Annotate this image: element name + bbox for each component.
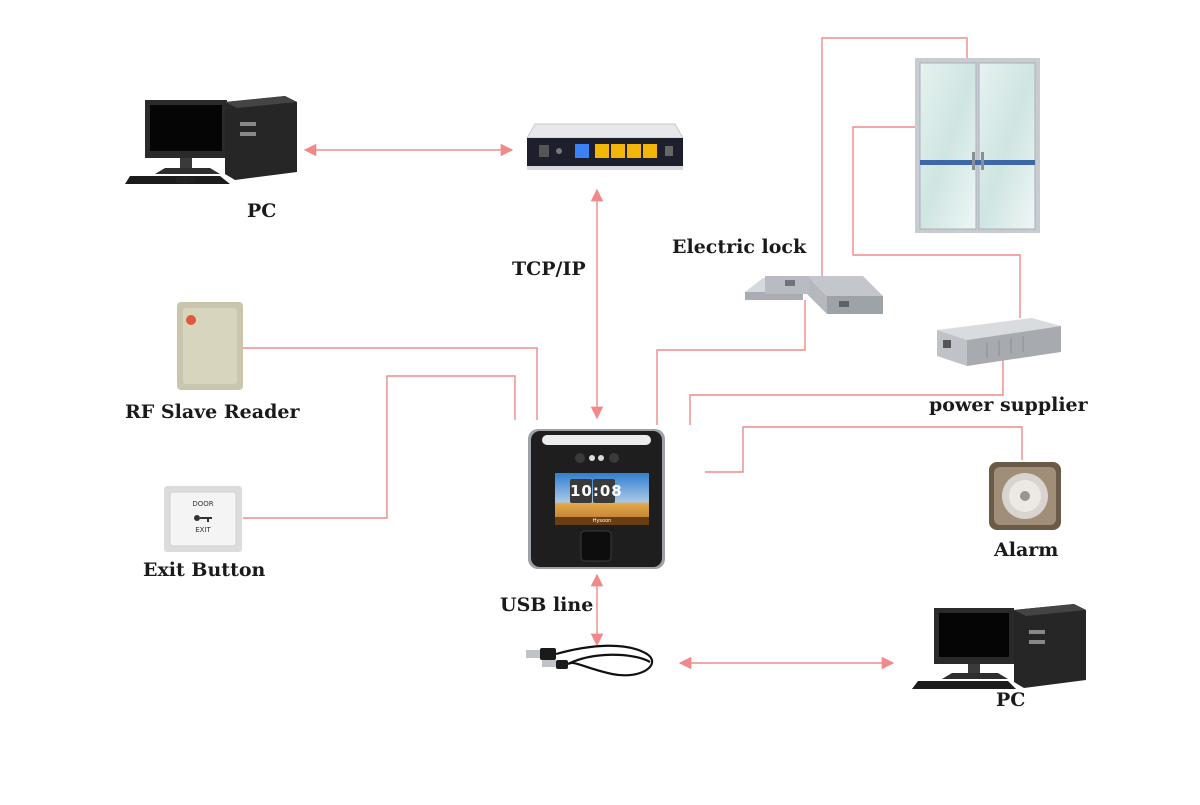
power-supplier-label: power supplier [929, 394, 1088, 416]
glass-door-icon [915, 58, 1040, 233]
usb-line-label: USB line [500, 594, 594, 616]
alarm-label: Alarm [994, 539, 1059, 561]
alarm-bell-icon [987, 460, 1063, 532]
pc-bottom-icon [912, 602, 1087, 692]
pc-top-label: PC [247, 200, 277, 222]
electric-lock-icon [745, 270, 885, 326]
door-power-wire [852, 126, 1021, 318]
exit-button-wire [243, 375, 516, 519]
tcp-ip-label: TCP/IP [512, 258, 586, 280]
rf-reader-label: RF Slave Reader [125, 401, 300, 423]
exit-button-door-text: DOOR [192, 500, 214, 508]
terminal-brand: Hysoon [592, 518, 612, 524]
power-wire [689, 360, 1004, 425]
face-terminal-icon: 10:08 Hysoon [528, 429, 665, 569]
pc-bottom-label: PC [996, 689, 1026, 711]
exit-button-icon: DOOR EXIT [164, 486, 242, 552]
terminal-clock: 10:08 [570, 482, 623, 500]
alarm-wire [705, 426, 1023, 473]
usb-cable-icon [522, 630, 667, 685]
router-icon [525, 122, 685, 174]
rf-reader-wire [243, 347, 538, 420]
lock-wire [656, 300, 806, 425]
exit-button-label: Exit Button [143, 559, 266, 581]
lock-door-wire [821, 37, 968, 280]
exit-button-exit-text: EXIT [195, 526, 211, 534]
rf-reader-icon [177, 302, 243, 390]
electric-lock-label: Electric lock [672, 236, 807, 258]
power-supplier-icon [937, 312, 1062, 368]
pc-top-icon [125, 92, 300, 187]
